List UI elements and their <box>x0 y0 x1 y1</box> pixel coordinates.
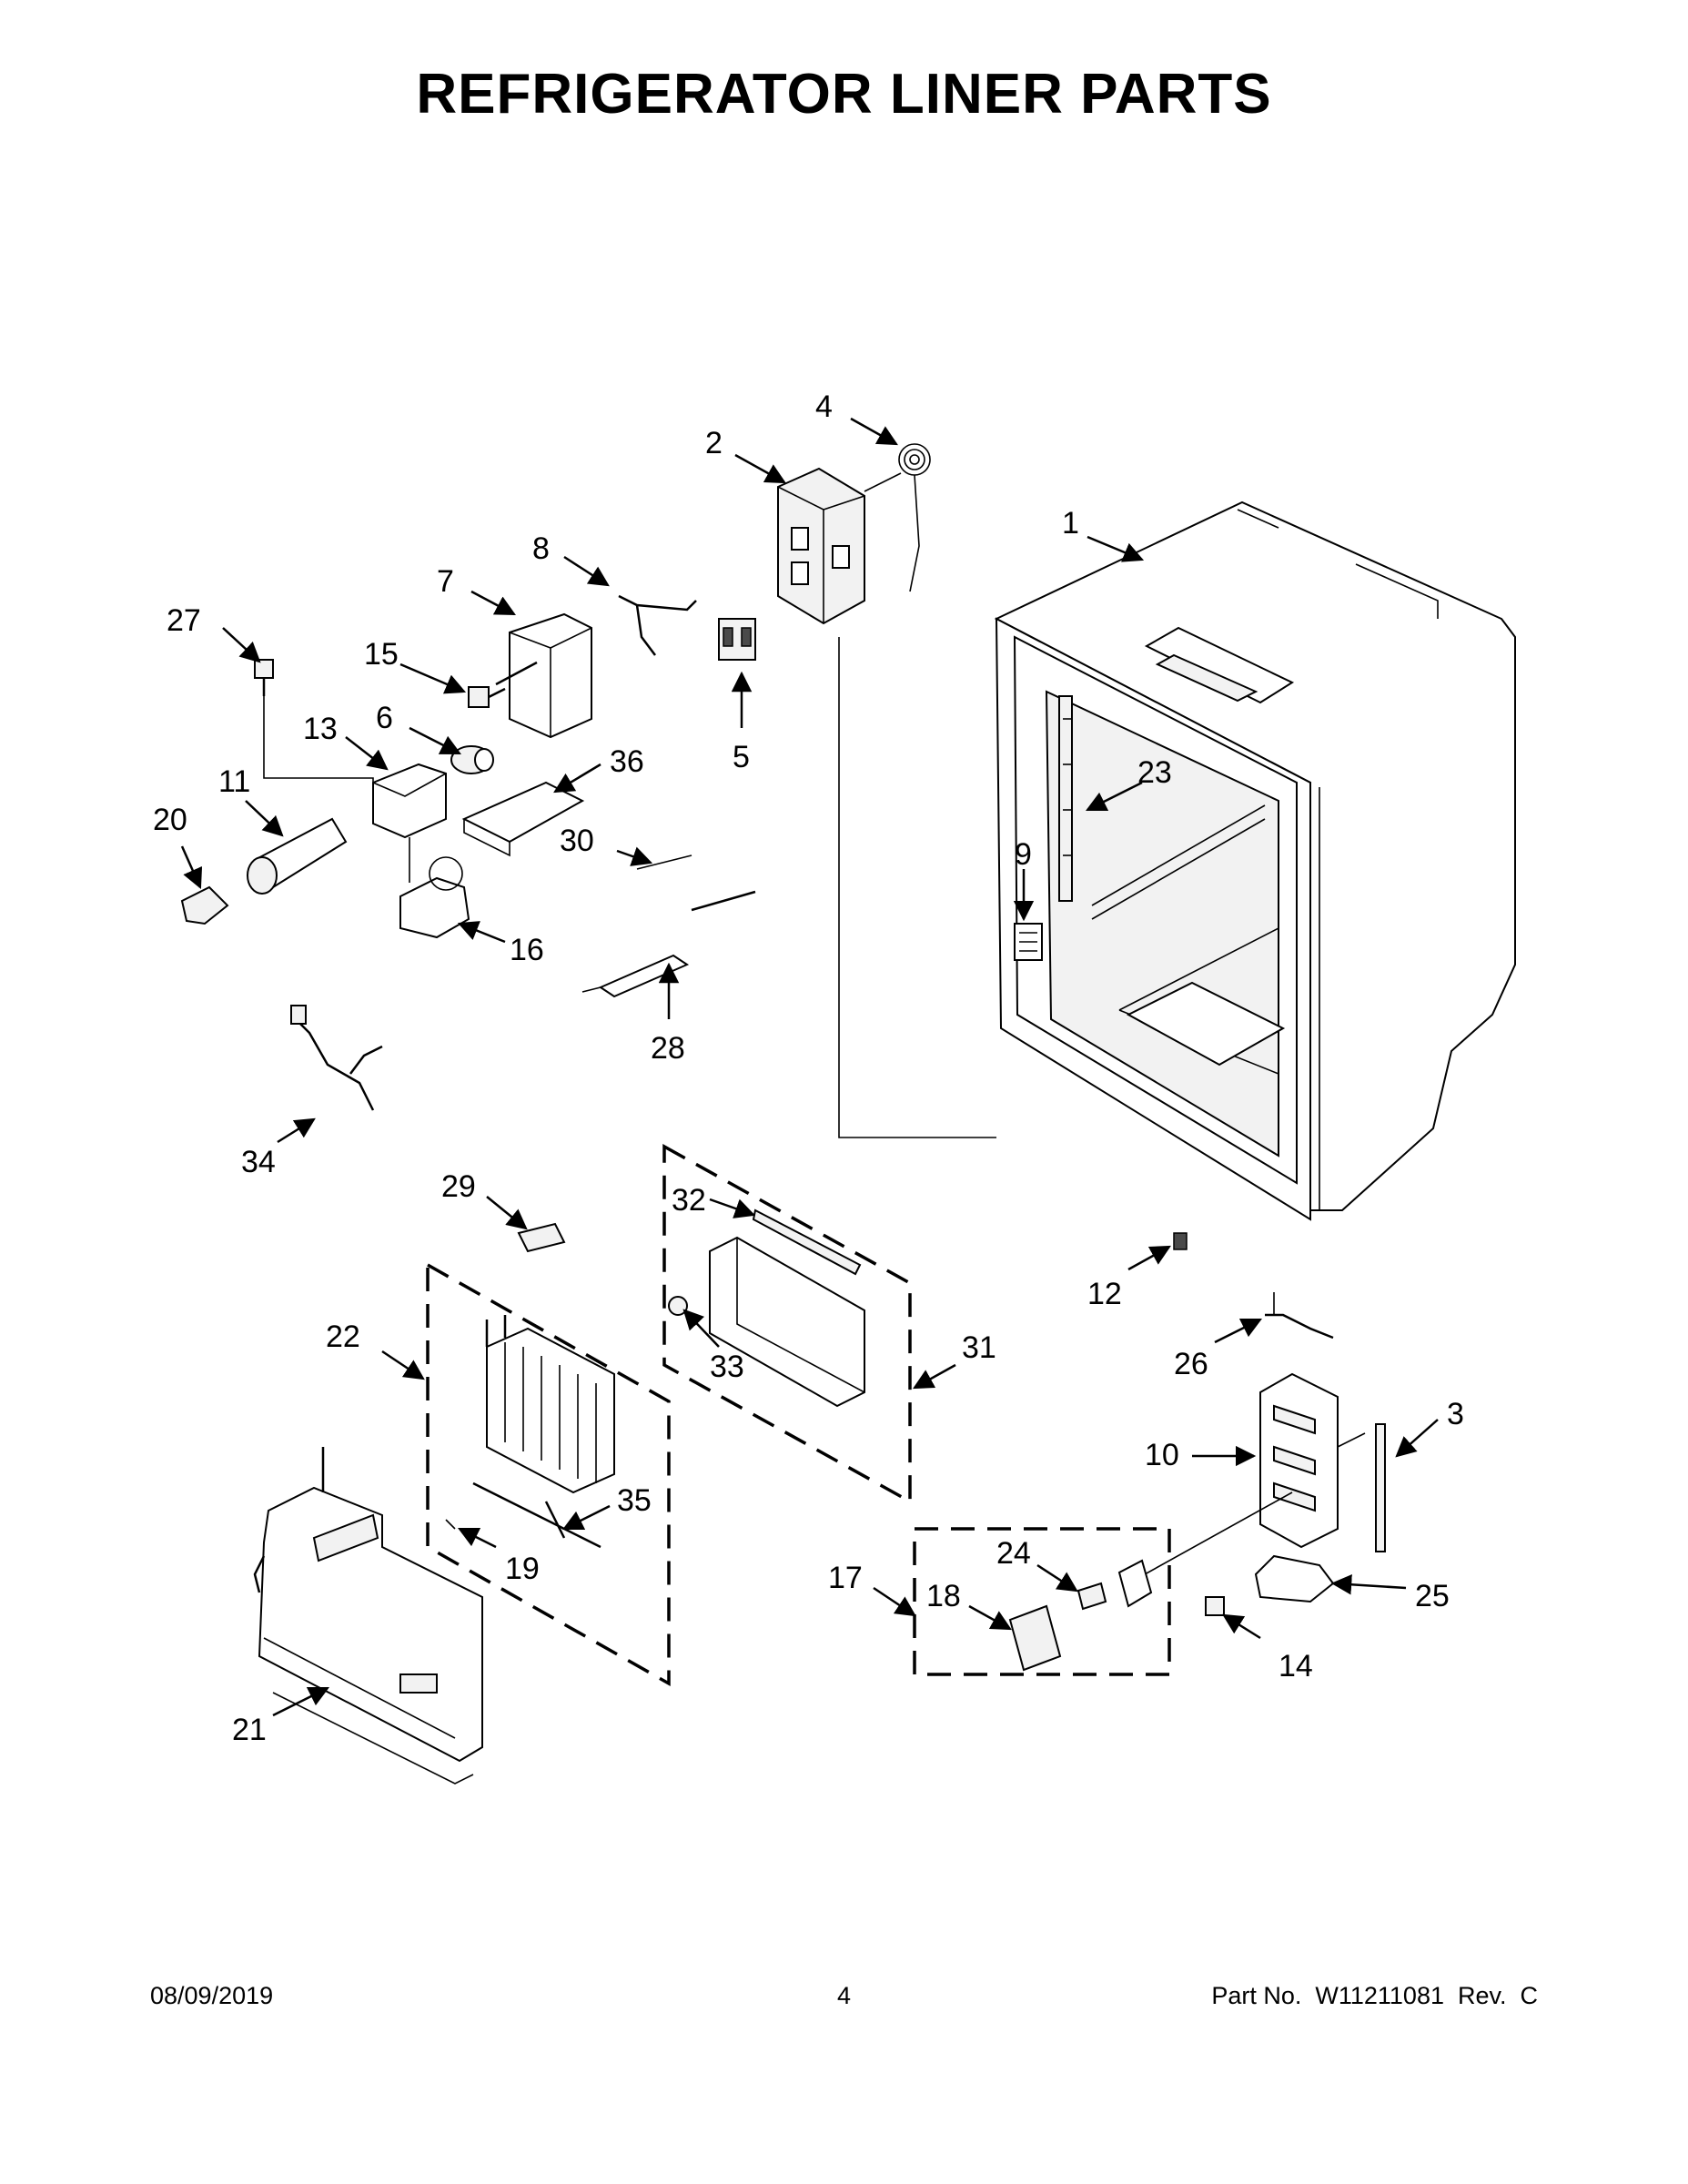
callout-11: 11 <box>218 764 250 799</box>
callout-22: 22 <box>326 1320 360 1354</box>
callout-14: 14 <box>1279 1649 1313 1684</box>
callout-2: 2 <box>705 426 723 460</box>
part-22-evaporator <box>485 1315 615 1494</box>
part-14-screw <box>1205 1596 1225 1616</box>
callout-29: 29 <box>441 1169 476 1204</box>
callout-20: 20 <box>153 803 187 837</box>
part-26-sensor <box>1265 1292 1334 1340</box>
part-34-wire-harness <box>290 1005 383 1111</box>
part-29-pad <box>517 1222 566 1253</box>
part-12-clip <box>1173 1232 1188 1250</box>
callout-6: 6 <box>376 701 393 735</box>
part-21-evaporator-panel <box>253 1447 483 1785</box>
part-35-defrost-heater <box>445 1481 601 1549</box>
leader-2-liner <box>838 637 996 1138</box>
leader-17-10 <box>1127 1491 1293 1584</box>
part-25-holder <box>1254 1554 1335 1603</box>
part-36-cover <box>461 781 585 857</box>
callout-10: 10 <box>1145 1438 1179 1472</box>
callout-arrows <box>180 417 1439 1717</box>
callout-16: 16 <box>510 933 544 967</box>
part-16-bracket <box>399 856 470 939</box>
callout-15: 15 <box>364 637 399 672</box>
callout-5: 5 <box>733 740 750 774</box>
callout-21: 21 <box>232 1713 267 1747</box>
part-15-screw <box>468 686 506 708</box>
part-31-dashed-box <box>662 1144 912 1504</box>
callout-8: 8 <box>532 531 550 566</box>
part-6-bushing <box>450 745 494 774</box>
callout-35: 35 <box>617 1483 652 1518</box>
page-title: REFRIGERATOR LINER PARTS <box>416 63 1272 126</box>
callout-12: 12 <box>1087 1277 1122 1311</box>
callout-3: 3 <box>1447 1397 1464 1431</box>
callout-30: 30 <box>560 824 594 858</box>
liner-cabinet <box>994 500 1516 1221</box>
leader-27-13 <box>263 696 374 801</box>
part-22-dashed-box <box>426 1261 671 1687</box>
part-13-housing <box>263 696 447 883</box>
part-9-vent <box>1014 923 1043 961</box>
callout-13: 13 <box>303 712 338 746</box>
callout-labels: 1 2 3 4 5 6 7 8 9 10 11 12 13 14 15 16 1… <box>153 389 1464 1747</box>
part-2-control-housing <box>777 467 865 625</box>
callout-24: 24 <box>996 1536 1031 1571</box>
footer-date: 08/09/2019 <box>150 1982 274 2009</box>
part-24-light-cover <box>1076 1559 1153 1611</box>
callout-34: 34 <box>241 1145 276 1179</box>
callout-23: 23 <box>1137 755 1172 790</box>
part-7-control-cover <box>495 612 592 739</box>
part-18-lens <box>1008 1604 1062 1672</box>
part-23-shelf-rail <box>1058 695 1073 902</box>
callout-32: 32 <box>672 1183 706 1218</box>
footer-page-number: 4 <box>836 1982 852 2009</box>
callout-26: 26 <box>1174 1347 1208 1381</box>
part-31-evaporator-cover <box>668 1236 865 1408</box>
callout-27: 27 <box>167 603 201 638</box>
part-4-sensor-coil <box>864 443 931 592</box>
part-27-screw <box>254 659 274 696</box>
part-8-wire-harness <box>618 594 697 656</box>
part-11-socket <box>247 817 348 895</box>
footer-part-number: Part No. W11211081 Rev. C <box>1211 1982 1538 2009</box>
callout-4: 4 <box>815 389 833 424</box>
callout-36: 36 <box>610 744 644 779</box>
callout-1: 1 <box>1062 506 1079 541</box>
callout-25: 25 <box>1415 1579 1450 1613</box>
callout-19: 19 <box>505 1552 540 1586</box>
callout-7: 7 <box>437 564 454 599</box>
callout-9: 9 <box>1015 837 1032 872</box>
part-3-strip <box>1375 1423 1386 1552</box>
callout-17: 17 <box>828 1561 863 1595</box>
callout-18: 18 <box>926 1579 961 1613</box>
part-5-valve <box>718 618 756 661</box>
callout-33: 33 <box>710 1350 744 1384</box>
callout-31: 31 <box>962 1330 996 1365</box>
part-10-bin-support <box>1259 1372 1366 1549</box>
part-20-clip <box>180 885 229 925</box>
callout-28: 28 <box>651 1031 685 1066</box>
